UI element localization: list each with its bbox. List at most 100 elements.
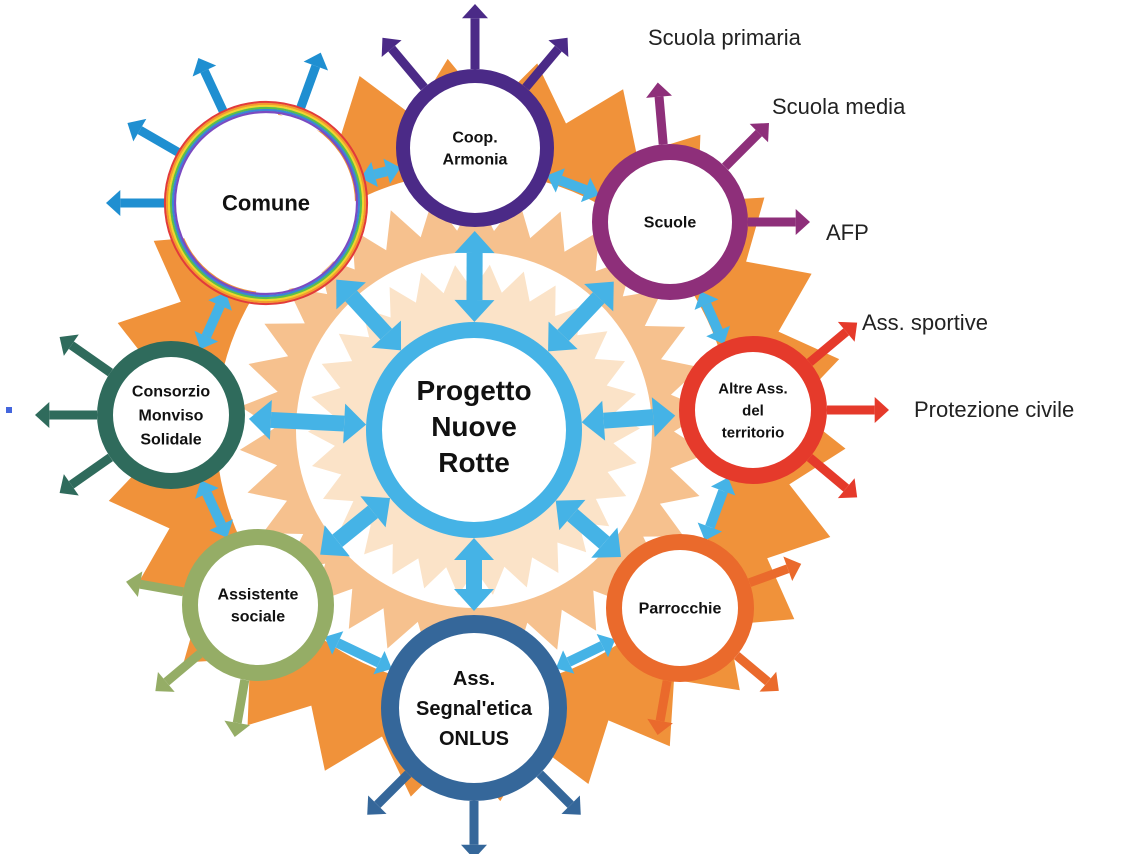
outer-arrow-comune-0-head bbox=[127, 118, 147, 142]
link-arrow-scuole-shaft bbox=[701, 302, 723, 334]
node-scuole-circle bbox=[592, 144, 748, 300]
outer-arrow-parrocchie-2-head bbox=[647, 718, 673, 736]
link-arrow-comune bbox=[360, 158, 401, 187]
outer-arrow-coop-armonia-2 bbox=[522, 37, 569, 91]
outer-arrow-consorzio-0-head bbox=[59, 334, 79, 356]
hub-arrow-scuole-tail bbox=[548, 321, 578, 352]
link-arrow-scuole bbox=[694, 291, 731, 345]
outer-arrow-segnaletica-1 bbox=[461, 801, 487, 854]
center-label-line-1: Progetto bbox=[416, 375, 531, 406]
hub-arrow-scuole-shaft bbox=[557, 292, 605, 341]
center-label-line-2: Nuove bbox=[431, 411, 517, 442]
link-arrow-coop-armonia-shaft bbox=[558, 175, 588, 195]
outer-arrow-parrocchie-0 bbox=[747, 556, 802, 587]
outer-arrow-comune-3-head bbox=[106, 190, 121, 216]
outer-arrow-comune-3 bbox=[106, 190, 166, 216]
link-arrow-comune-head bbox=[383, 158, 401, 184]
hub-arrow-parrocchie bbox=[555, 499, 621, 558]
node-assistente-circle bbox=[182, 529, 334, 681]
outer-arrow-altre-ass-2-head bbox=[837, 478, 858, 499]
link-arrow-segnaletica-tail bbox=[373, 650, 392, 675]
link-arrow-segnaletica-shaft bbox=[335, 638, 382, 668]
node-scuole: Scuole bbox=[592, 144, 748, 300]
node-consorzio-label-1: Monviso bbox=[139, 408, 204, 425]
link-arrow-coop-armonia-tail bbox=[546, 168, 565, 193]
outer-arrow-coop-armonia-2-head bbox=[548, 37, 569, 58]
hub-arrow-consorzio-head bbox=[248, 399, 272, 440]
outer-arrow-segnaletica-2 bbox=[536, 770, 581, 815]
edge-marker bbox=[6, 407, 12, 413]
label-ass-sportive: Ass. sportive bbox=[862, 310, 988, 335]
hub-arrow-comune-shaft bbox=[345, 290, 393, 340]
outer-arrow-coop-armonia-2-shaft bbox=[522, 45, 562, 91]
outer-arrow-comune-2 bbox=[295, 52, 329, 111]
link-arrow-consorzio-tail bbox=[194, 330, 219, 350]
hub-arrow-coop-armonia-head bbox=[454, 230, 495, 254]
outer-arrow-consorzio-2-head bbox=[59, 474, 79, 496]
link-arrow-consorzio bbox=[194, 292, 232, 350]
link-arrow-parrocchie bbox=[555, 633, 616, 674]
hub-arrow-altre-ass bbox=[581, 397, 676, 441]
hub-arrow-consorzio-tail bbox=[343, 403, 367, 444]
outer-arrow-assistente-0-head bbox=[126, 571, 143, 598]
outer-arrow-scuole-2-head bbox=[795, 209, 810, 235]
hub-arrow-segnaletica-head bbox=[454, 589, 494, 611]
node-comune-rainbow-1 bbox=[165, 102, 367, 304]
outer-arrow-assistente-2 bbox=[224, 679, 251, 737]
node-parrocchie-circle bbox=[606, 534, 754, 682]
hub-arrow-consorzio-shaft bbox=[270, 411, 345, 432]
outer-arrow-segnaletica-0-head bbox=[367, 795, 387, 815]
link-arrow-consorzio-shaft bbox=[201, 303, 225, 339]
node-comune-rainbow-0 bbox=[163, 100, 369, 306]
link-arrow-scuole-head bbox=[706, 325, 731, 345]
hub-arrow-comune bbox=[336, 279, 402, 351]
node-altre-ass-label-2: territorio bbox=[722, 424, 785, 441]
outer-arrow-altre-ass-2-shaft bbox=[806, 454, 850, 492]
node-altre-ass-circle bbox=[679, 336, 827, 484]
node-assistente-label-1: sociale bbox=[231, 609, 285, 626]
hub-arrow-assistente-shaft bbox=[332, 505, 379, 548]
link-arrow-assistente-head bbox=[195, 480, 219, 499]
node-segnaletica-circle bbox=[381, 615, 567, 801]
outer-arrow-comune-1 bbox=[192, 57, 228, 115]
outer-arrow-consorzio-1-head bbox=[35, 402, 50, 428]
label-scuola-media: Scuola media bbox=[772, 94, 906, 119]
outer-arrow-scuole-1 bbox=[721, 123, 769, 171]
node-consorzio-circle bbox=[97, 341, 245, 489]
outer-arrow-assistente-1 bbox=[155, 650, 203, 692]
node-altre-ass-label-1: del bbox=[742, 402, 764, 419]
outer-arrow-consorzio-2-shaft bbox=[68, 453, 113, 489]
outer-arrow-segnaletica-2-shaft bbox=[536, 770, 574, 808]
link-arrow-altre-ass bbox=[697, 477, 736, 541]
outer-arrow-comune-0 bbox=[127, 118, 182, 157]
hub-arrow-scuole bbox=[548, 281, 614, 352]
node-consorzio-label-0: Consorzio bbox=[132, 384, 210, 401]
outer-arrow-assistente-1-head bbox=[155, 671, 175, 692]
hub-arrow-altre-ass-shaft bbox=[603, 409, 654, 429]
hub-arrows bbox=[248, 230, 676, 611]
node-consorzio-label-2: Solidale bbox=[140, 432, 201, 449]
outer-arrow-coop-armonia-0-head bbox=[381, 37, 402, 58]
link-arrow-parrocchie-tail bbox=[596, 633, 616, 658]
outer-arrow-scuole-0-shaft bbox=[654, 96, 668, 145]
node-coop-armonia-label-0: Coop. bbox=[452, 130, 497, 147]
outer-arrow-altre-ass-0 bbox=[806, 321, 858, 366]
outer-arrow-coop-armonia-0-shaft bbox=[388, 45, 428, 91]
link-arrow-scuole-tail bbox=[694, 291, 719, 310]
outer-arrows bbox=[35, 4, 889, 854]
hub-arrow-parrocchie-shaft bbox=[567, 508, 610, 549]
label-protezione-civile: Protezione civile bbox=[914, 397, 1074, 422]
outer-arrow-parrocchie-1-head bbox=[759, 671, 779, 692]
node-scuole-label-0: Scuole bbox=[644, 215, 697, 232]
center-circle bbox=[366, 322, 582, 538]
hub-arrow-scuole-head bbox=[584, 281, 614, 312]
outer-arrow-scuole-0 bbox=[646, 82, 672, 145]
outer-arrow-comune-1-head bbox=[192, 57, 217, 77]
outer-arrow-segnaletica-1-head bbox=[461, 844, 487, 854]
hub-arrow-parrocchie-tail bbox=[555, 499, 586, 531]
hub-arrow-coop-armonia-tail bbox=[454, 299, 495, 323]
link-arrow-assistente bbox=[195, 480, 234, 538]
hub-arrow-comune-head bbox=[336, 279, 366, 310]
